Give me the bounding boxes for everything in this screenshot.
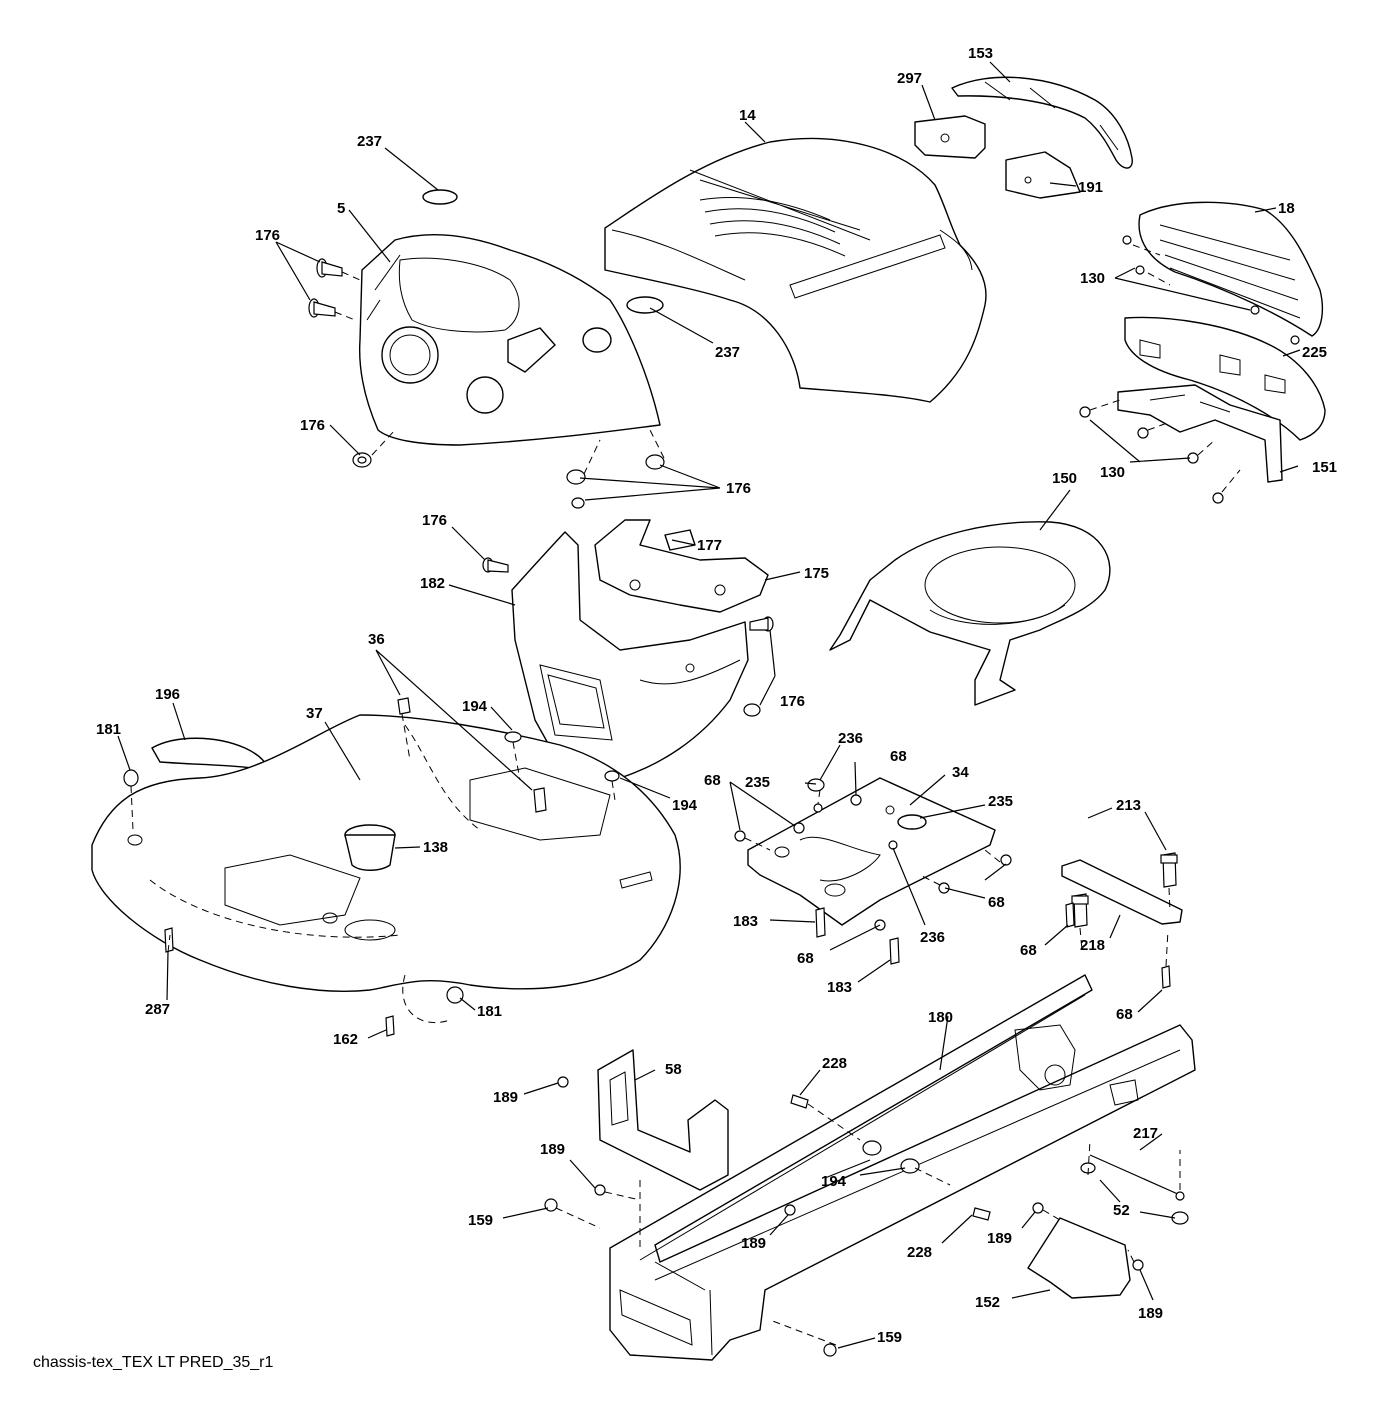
label-183: 183 (827, 979, 852, 996)
label-189: 189 (493, 1089, 518, 1106)
label-37: 37 (306, 705, 323, 722)
part-182-console (511, 531, 749, 779)
label-176: 176 (300, 417, 325, 434)
part-153-trim-strip (951, 76, 1133, 169)
part-196-foot-pad (151, 737, 267, 771)
part-labels: 153 297 14 237 191 5 18 176 130 237 225 … (96, 45, 1337, 1346)
part-237-cap-lower (626, 296, 664, 314)
label-162: 162 (333, 1031, 358, 1048)
leader-lines (117, 61, 1301, 1349)
part-177-knob (664, 529, 696, 551)
label-68: 68 (1020, 942, 1037, 959)
label-237: 237 (715, 344, 740, 361)
label-287: 287 (145, 1001, 170, 1018)
label-194: 194 (672, 797, 698, 814)
part-175-support (594, 519, 769, 613)
part-237-cap-upper (422, 189, 458, 205)
label-297: 297 (897, 70, 922, 87)
label-14: 14 (739, 107, 756, 124)
label-181: 181 (96, 721, 121, 738)
part-58-bracket (597, 1049, 729, 1191)
label-150: 150 (1052, 470, 1077, 487)
label-68: 68 (704, 772, 721, 789)
label-5: 5 (337, 200, 345, 217)
label-181: 181 (477, 1003, 502, 1020)
label-194: 194 (462, 698, 488, 715)
label-68: 68 (890, 748, 907, 765)
label-218: 218 (1080, 937, 1105, 954)
alignment-lines (130, 244, 1241, 1346)
label-183: 183 (733, 913, 758, 930)
label-194: 194 (821, 1173, 847, 1190)
label-177: 177 (697, 537, 722, 554)
part-151-bracket (1117, 384, 1283, 483)
label-225: 225 (1302, 344, 1327, 361)
label-18: 18 (1278, 200, 1295, 217)
label-52: 52 (1113, 1202, 1130, 1219)
part-138-boot (344, 824, 396, 871)
label-236: 236 (838, 730, 863, 747)
label-68: 68 (1116, 1006, 1133, 1023)
part-297-block (914, 115, 986, 159)
label-68: 68 (797, 950, 814, 967)
label-217: 217 (1133, 1125, 1158, 1142)
part-18-grille-top (1138, 201, 1324, 337)
label-213: 213 (1116, 797, 1141, 814)
label-176: 176 (780, 693, 805, 710)
label-235: 235 (745, 774, 770, 791)
label-130: 130 (1080, 270, 1105, 287)
label-151: 151 (1312, 459, 1337, 476)
label-180: 180 (928, 1009, 953, 1026)
label-176: 176 (726, 480, 751, 497)
part-217-rod (1089, 1154, 1181, 1196)
label-237: 237 (357, 133, 382, 150)
part-14-hood (604, 137, 987, 403)
part-5-dash-panel (358, 234, 661, 446)
label-138: 138 (423, 839, 448, 856)
part-152-guard (1027, 1217, 1131, 1299)
label-152: 152 (975, 1294, 1000, 1311)
label-153: 153 (968, 45, 993, 62)
part-225-grille-lower (1124, 316, 1326, 441)
part-150-tray (829, 521, 1111, 706)
label-175: 175 (804, 565, 829, 582)
label-189: 189 (987, 1230, 1012, 1247)
label-235: 235 (988, 793, 1013, 810)
label-236: 236 (920, 929, 945, 946)
label-196: 196 (155, 686, 180, 703)
label-182: 182 (420, 575, 445, 592)
part-218-plate (1061, 859, 1183, 925)
label-189: 189 (540, 1141, 565, 1158)
label-159: 159 (877, 1329, 902, 1346)
label-58: 58 (665, 1061, 682, 1078)
label-176: 176 (422, 512, 447, 529)
label-34: 34 (952, 764, 969, 781)
label-36: 36 (368, 631, 385, 648)
part-34-seat-plate (747, 777, 996, 926)
label-191: 191 (1078, 179, 1103, 196)
label-189: 189 (1138, 1305, 1163, 1322)
part-191-block (1005, 151, 1081, 199)
label-228: 228 (907, 1244, 932, 1261)
label-159: 159 (468, 1212, 493, 1229)
label-176: 176 (255, 227, 280, 244)
diagram-caption: chassis-tex_TEX LT PRED_35_r1 (33, 1354, 274, 1371)
label-228: 228 (822, 1055, 847, 1072)
label-189: 189 (741, 1235, 766, 1252)
label-130: 130 (1100, 464, 1125, 481)
label-68: 68 (988, 894, 1005, 911)
